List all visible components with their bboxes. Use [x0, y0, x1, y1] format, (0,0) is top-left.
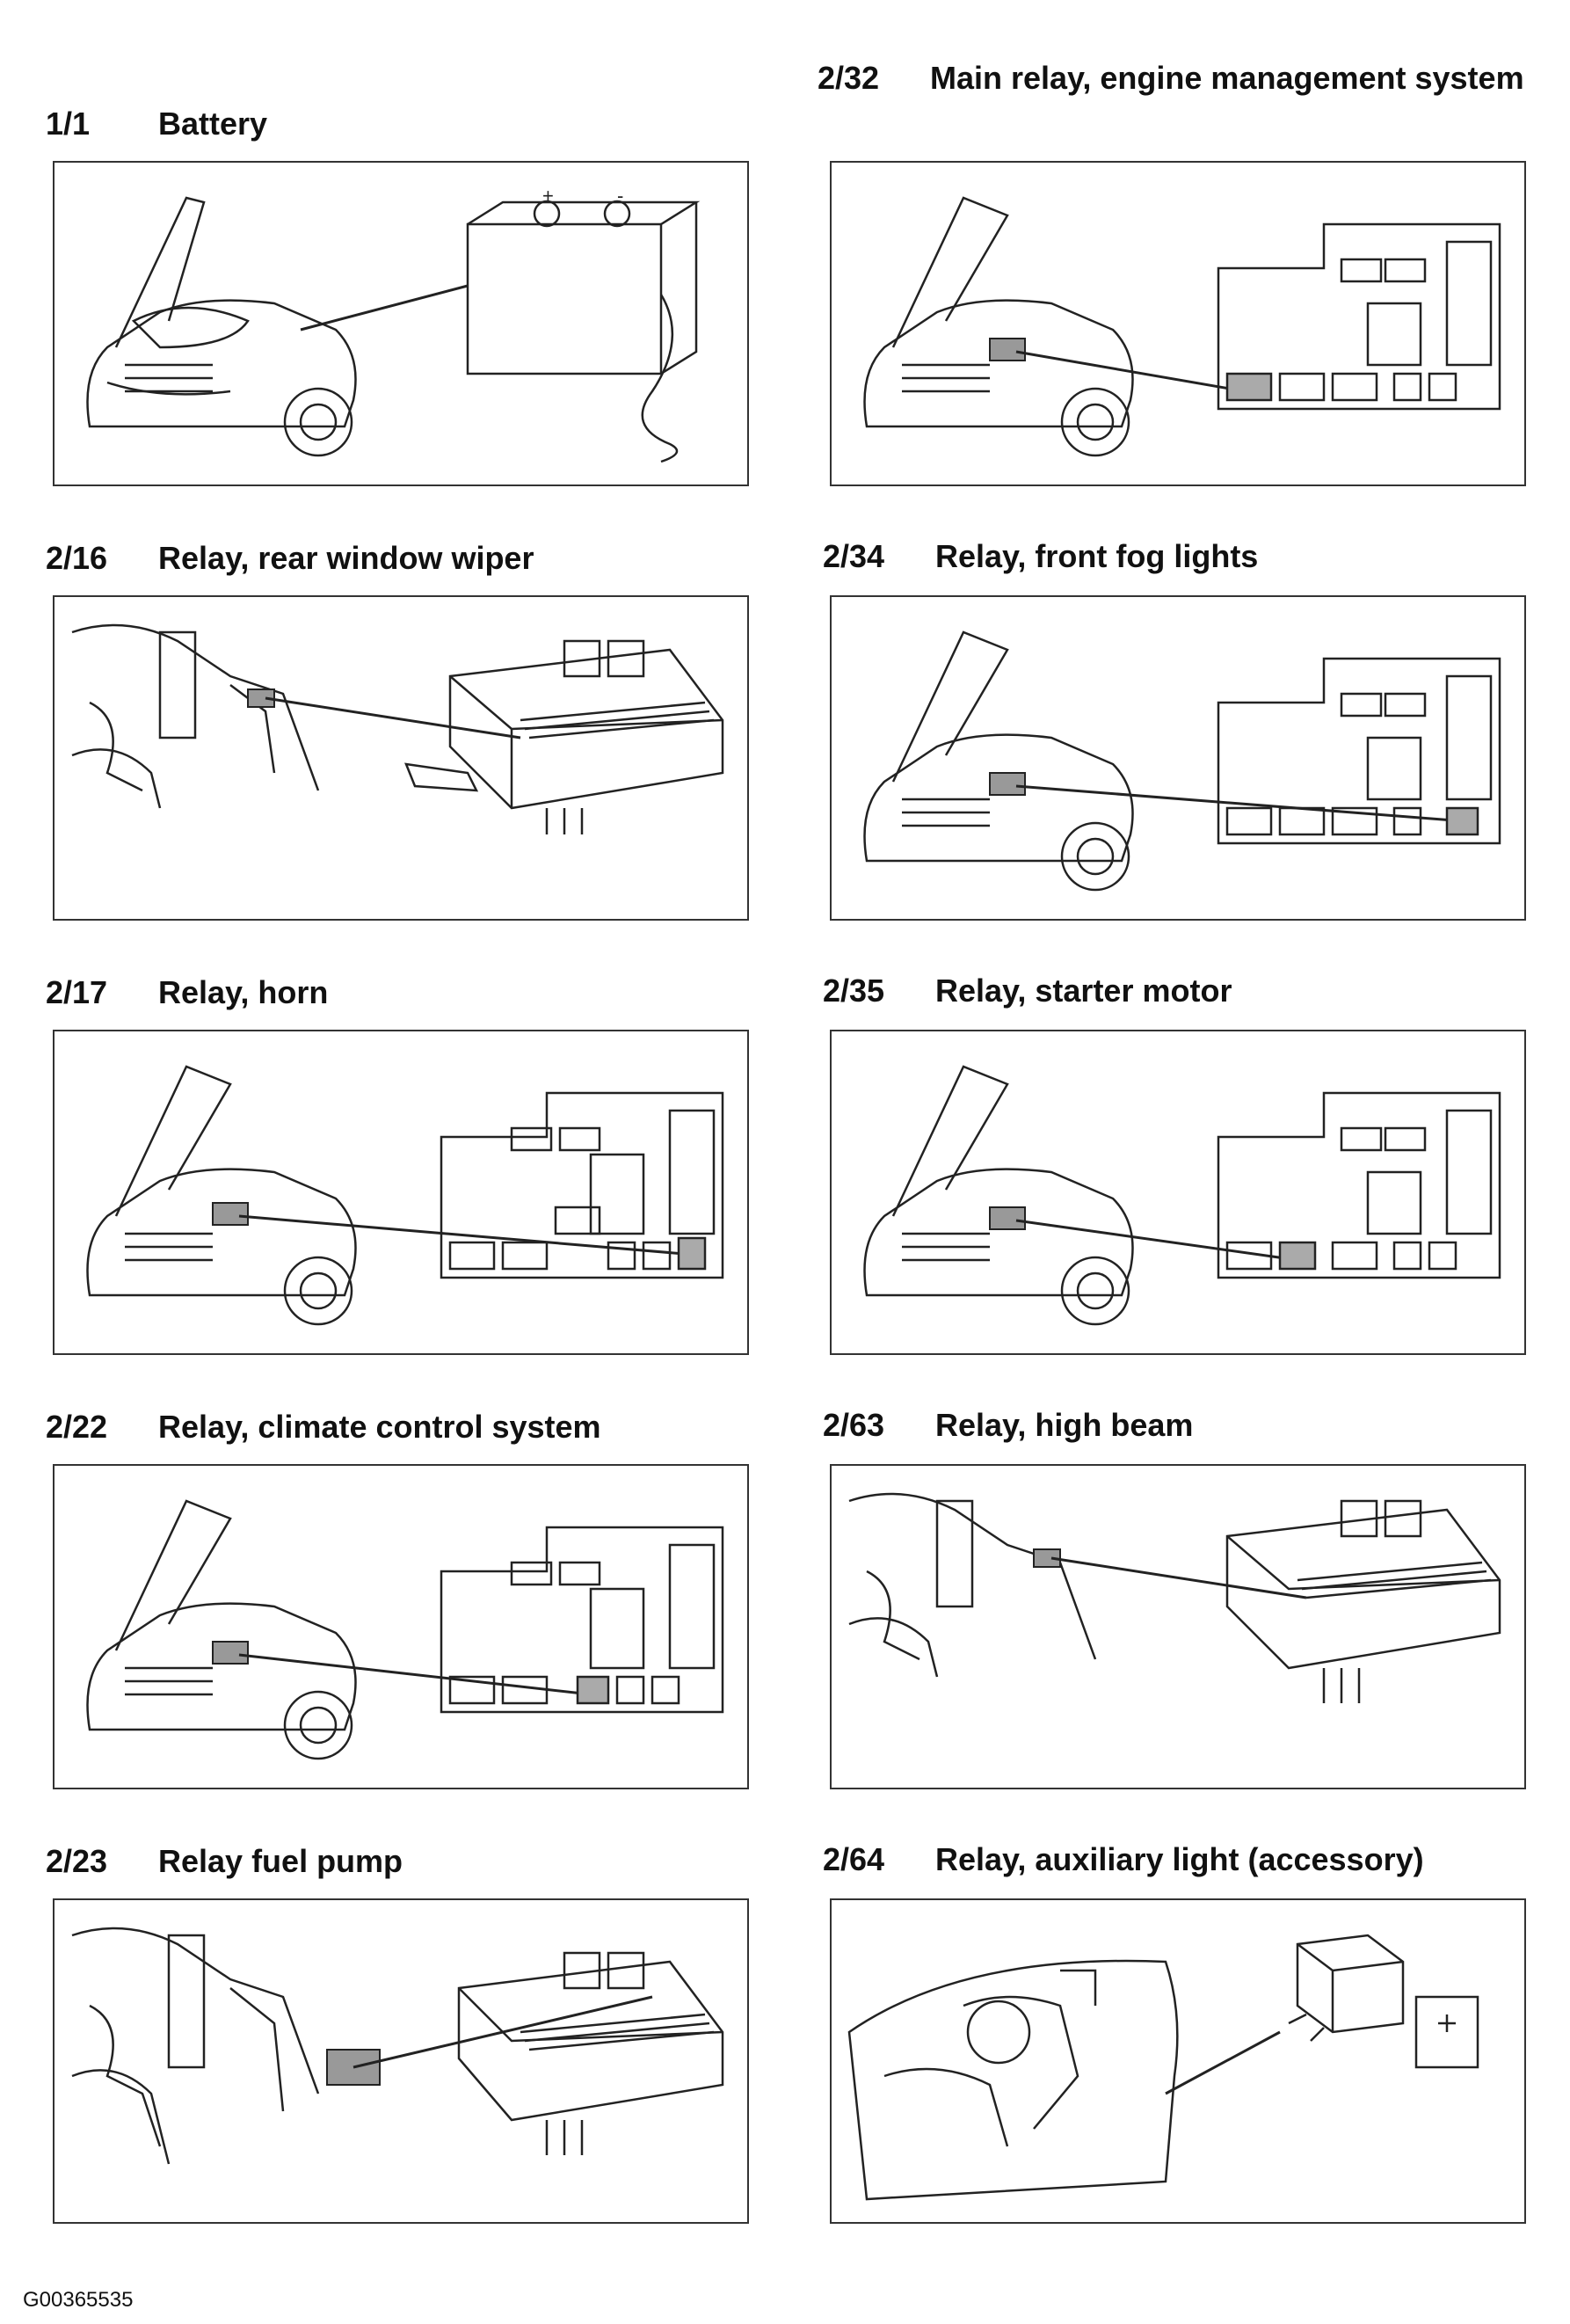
interior-illustration [71, 623, 320, 809]
relay-box-illustration [404, 639, 724, 834]
panel-image-front-fog-lights [830, 595, 1526, 921]
panel-image-battery: + - [53, 161, 749, 486]
dashboard-illustration [847, 1959, 1179, 2201]
panel-image-rear-window-wiper [53, 595, 749, 921]
svg-text:-: - [617, 185, 623, 207]
battery-illustration: + - [466, 185, 701, 463]
relay-illustration [1288, 1934, 1479, 2069]
panel-image-fuel-pump [53, 1898, 749, 2224]
svg-text:+: + [542, 185, 554, 207]
figure-id: G00365535 [23, 2288, 134, 2312]
panel-image-climate-control [53, 1464, 749, 1789]
panel-image-high-beam [830, 1464, 1526, 1789]
panel-image-starter-motor [830, 1030, 1526, 1355]
panel-image-auxiliary-light [830, 1898, 1526, 2224]
panel-image-horn [53, 1030, 749, 1355]
fuse-box-illustration [440, 1091, 724, 1279]
panel-image-main-relay [830, 161, 1526, 486]
car-front-illustration [86, 196, 357, 457]
